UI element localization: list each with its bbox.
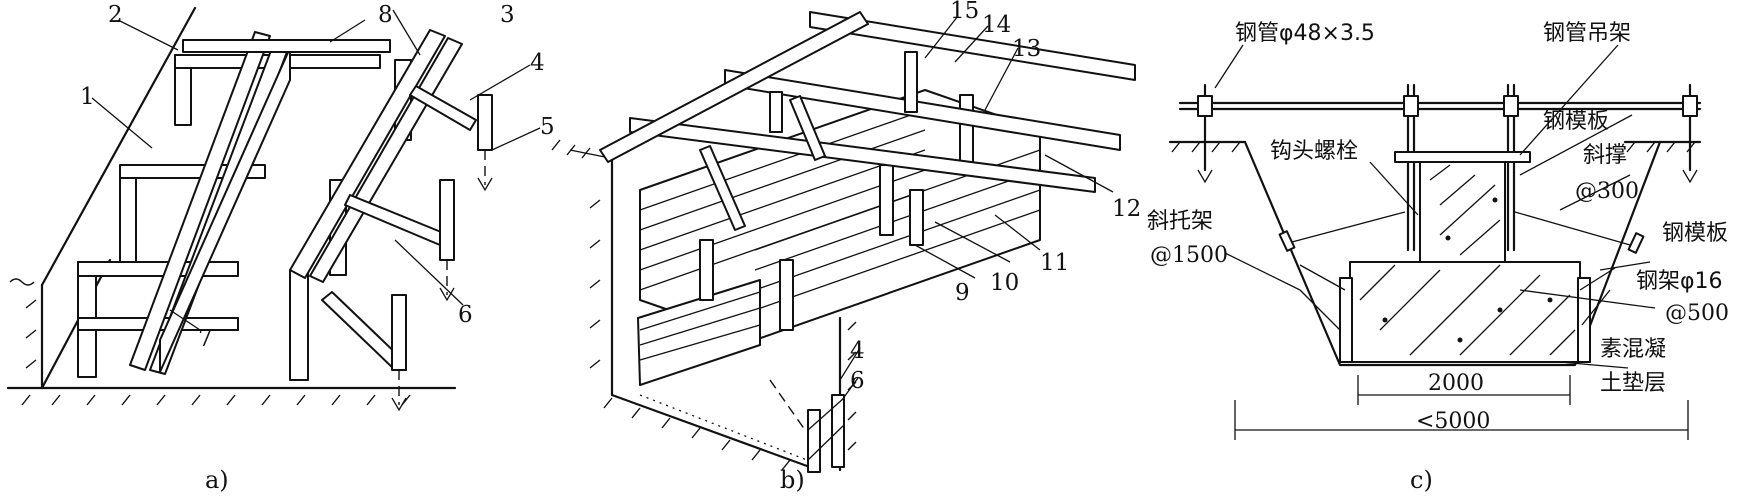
label-c-inclined-bracket: 斜托架 bbox=[1147, 209, 1213, 234]
panel-b-drawing: 15 14 13 12 11 10 9 4 6 b) bbox=[551, 0, 1141, 494]
label-c-brace: 斜撑 bbox=[1583, 143, 1627, 168]
label-c-steel-pipe: 钢管φ48×3.5 bbox=[1235, 21, 1375, 46]
label-c-dim-inner: 2000 bbox=[1428, 371, 1484, 396]
label-c-brace-spacing: @300 bbox=[1575, 179, 1639, 204]
label-c-pipe-hanger: 钢管吊架 bbox=[1543, 21, 1631, 46]
label-c-steel-form-side: 钢模板 bbox=[1662, 221, 1728, 246]
label-a-5: 5 bbox=[540, 114, 555, 140]
label-b-9: 9 bbox=[955, 280, 970, 306]
label-b-4: 4 bbox=[850, 338, 865, 364]
label-c-bracket-spacing: @1500 bbox=[1150, 243, 1228, 268]
label-a-6: 6 bbox=[458, 302, 473, 328]
caption-b: b) bbox=[780, 466, 805, 494]
label-b-6: 6 bbox=[850, 368, 865, 394]
label-c-hook-bolt: 钩头螺栓 bbox=[1270, 139, 1358, 164]
label-a-4: 4 bbox=[530, 50, 545, 76]
label-c-dim-outer: <5000 bbox=[1416, 409, 1490, 434]
label-a-3: 3 bbox=[500, 2, 515, 28]
panel-a-drawing: 1 2 3 4 5 6 7 8 a) bbox=[6, 2, 555, 494]
label-b-13: 13 bbox=[1012, 36, 1041, 62]
caption-c: c) bbox=[1410, 466, 1433, 494]
label-c-steel-form-top: 钢模板 bbox=[1543, 109, 1609, 134]
label-b-11: 11 bbox=[1040, 250, 1069, 276]
label-c-frame-spacing: @500 bbox=[1665, 301, 1729, 326]
caption-a: a) bbox=[205, 466, 229, 494]
label-b-15: 15 bbox=[950, 0, 979, 24]
panel-c-drawing: 钢管φ48×3.5 钢管吊架 钢模板 钩头螺栓 斜撑 @300 斜托架 @150… bbox=[1147, 21, 1729, 494]
label-a-1: 1 bbox=[80, 84, 95, 110]
label-c-plain-concrete-2: 土垫层 bbox=[1600, 371, 1666, 396]
label-b-14: 14 bbox=[982, 12, 1011, 38]
label-a-2: 2 bbox=[108, 2, 123, 28]
label-a-7: 7 bbox=[198, 326, 213, 352]
label-b-12: 12 bbox=[1112, 196, 1141, 222]
label-c-plain-concrete-1: 素混凝 bbox=[1600, 337, 1666, 362]
label-a-8: 8 bbox=[378, 2, 393, 28]
label-c-steel-frame: 钢架φ16 bbox=[1636, 269, 1723, 294]
label-b-10: 10 bbox=[990, 270, 1019, 296]
